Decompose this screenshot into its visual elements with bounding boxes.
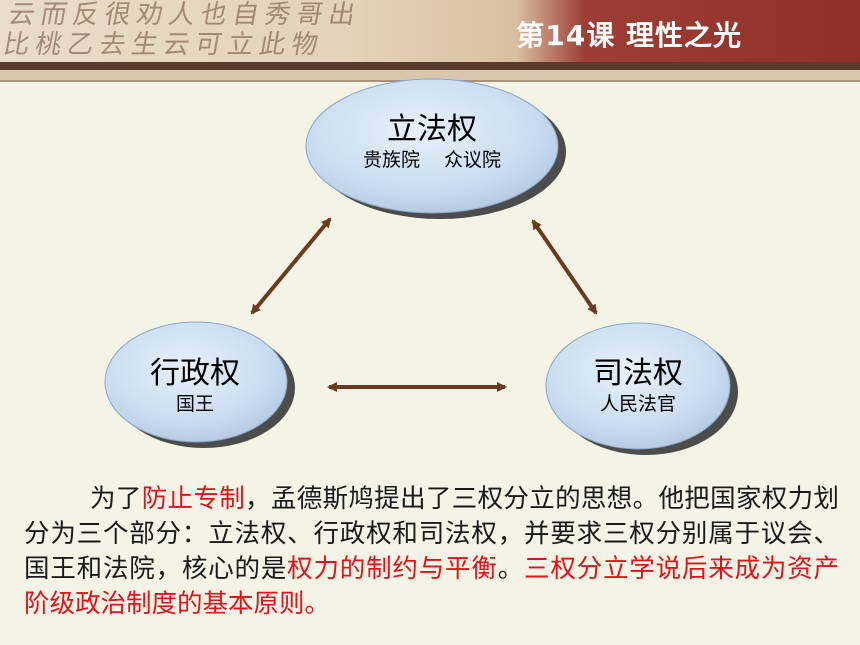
judicial-node [545, 322, 738, 455]
executive-subtitle: 国王 [175, 393, 214, 415]
arrow-legislative-executive [250, 217, 332, 315]
header-banner: 云而反很劝人也自秀哥出 比桃乙去生云可立此物 第14课 理性之光 [0, 0, 860, 62]
highlight-checks-balances: 权力的制约与平衡 [287, 554, 498, 584]
header-band-light [0, 70, 860, 80]
executive-title: 行政权 [150, 356, 240, 391]
legislative-title: 立法权 [387, 112, 477, 147]
header-band [0, 62, 860, 70]
highlight-prevent-tyranny: 防止专制 [141, 484, 246, 514]
lesson-title: 第14课 理性之光 [516, 19, 742, 52]
executive-node [104, 321, 295, 448]
judicial-title: 司法权 [593, 356, 683, 391]
judicial-label: 司法权 人民法官 [553, 356, 723, 416]
legislative-label: 立法权 贵族院 众议院 [332, 112, 532, 172]
legislative-node [305, 78, 566, 219]
arrow-legislative-judicial [531, 219, 598, 315]
explanation-paragraph: 为了防止专制，孟德斯鸠提出了三权分立的思想。他把国家权力划分为三个部分：立法权、… [24, 484, 839, 619]
highlight-basic-principle: 三权分立学说后来成为资产阶级政治制度的基本原则。 [24, 554, 839, 619]
judicial-subtitle: 人民法官 [599, 393, 676, 415]
executive-label: 行政权 国王 [110, 356, 280, 416]
legislative-subtitle: 贵族院 众议院 [362, 149, 502, 171]
